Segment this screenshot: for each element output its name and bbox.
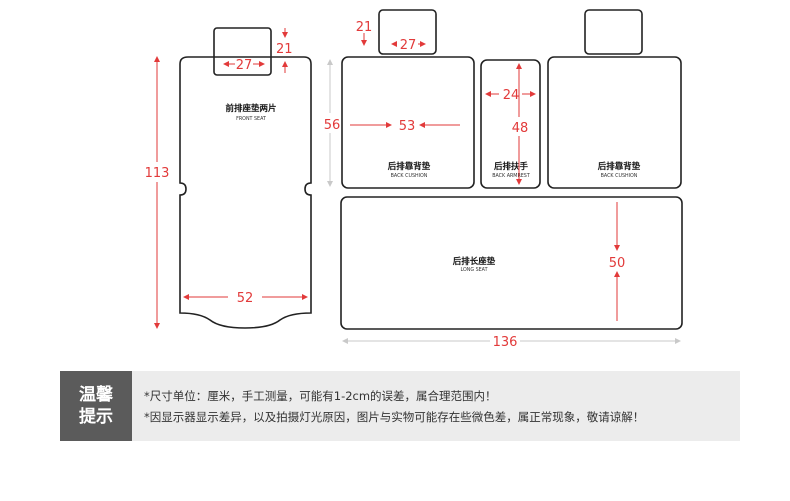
notice-tag-line1: 温馨 <box>79 385 113 405</box>
notice-tag: 温馨 提示 <box>60 371 132 441</box>
back-armrest-label-cn: 后排扶手 <box>494 161 529 172</box>
notice-tag-line2: 提示 <box>79 407 113 427</box>
dimension-long-seat-width: 136 <box>342 335 681 350</box>
front-headrest-outline <box>213 27 272 76</box>
back-armrest-label-en: BACK ARMREST <box>492 173 530 179</box>
front-seat-label-en: FRONT SEAT <box>236 116 266 122</box>
dimension-armrest-width: 24 <box>485 88 536 103</box>
dim-back-cushion-width: 53 <box>399 119 416 134</box>
dim-armrest-width: 24 <box>503 88 520 103</box>
dimension-rear-headrest-height: 21 <box>356 20 373 46</box>
dim-back-cushion-height: 56 <box>324 118 341 133</box>
dim-armrest-height: 48 <box>512 121 529 136</box>
long-seat-piece: 后排长座垫 LONG SEAT <box>340 196 683 330</box>
dimension-front-seat-width: 52 <box>183 291 308 306</box>
long-seat-label-en: LONG SEAT <box>460 267 487 273</box>
dim-long-seat-width: 136 <box>493 335 518 350</box>
rear-headrest-left-outline <box>378 9 437 55</box>
dim-rear-headrest-height: 21 <box>356 20 373 35</box>
notice-line-color: *因显示器显示差异，以及拍摄灯光原因，图片与实物可能存在些微色差，属正常现象，敬… <box>144 410 645 424</box>
back-cushion-right-piece: 后排靠背垫 BACK CUSHION <box>547 56 682 189</box>
dimension-front-headrest-width: 27 <box>223 58 265 73</box>
dimension-back-cushion-width: 53 <box>350 119 460 134</box>
front-seat-piece: 前排座垫两片 FRONT SEAT <box>179 27 312 329</box>
dim-front-headrest-height: 21 <box>276 42 293 57</box>
dimension-armrest-height: 48 <box>512 63 529 185</box>
notice-banner: 温馨 提示 *尺寸单位：厘米，手工测量，可能有1-2cm的误差，属合理范围内！ … <box>60 371 740 441</box>
long-seat-label-cn: 后排长座垫 <box>453 256 496 267</box>
dim-front-seat-width: 52 <box>237 291 254 306</box>
dim-front-seat-height: 113 <box>145 166 170 181</box>
back-cushion-left-label-cn: 后排靠背垫 <box>388 161 431 172</box>
back-cushion-left-outline <box>341 56 475 189</box>
dimension-front-headrest-height: 21 <box>276 28 293 73</box>
back-cushion-left-label-en: BACK CUSHION <box>391 173 428 179</box>
front-seat-label-cn: 前排座垫两片 <box>225 103 276 114</box>
long-seat-outline <box>340 196 683 330</box>
dimension-back-cushion-height: 56 <box>324 59 341 187</box>
notice-line-measurement: *尺寸单位：厘米，手工测量，可能有1-2cm的误差，属合理范围内！ <box>144 389 497 403</box>
dimension-rear-headrest-width: 27 <box>391 38 426 53</box>
back-cushion-right-label-en: BACK CUSHION <box>601 173 638 179</box>
back-armrest-outline <box>480 59 541 189</box>
dim-front-headrest-width: 27 <box>236 58 253 73</box>
back-armrest-piece: 后排扶手 BACK ARMREST <box>480 59 541 189</box>
back-cushion-right-label-cn: 后排靠背垫 <box>598 161 641 172</box>
back-cushion-left-piece: 后排靠背垫 BACK CUSHION <box>341 56 475 189</box>
dimension-front-seat-height: 113 <box>145 56 170 329</box>
dimension-long-seat-height: 50 <box>609 202 626 321</box>
dim-long-seat-height: 50 <box>609 256 626 271</box>
back-cushion-right-outline <box>547 56 682 189</box>
rear-headrest-right-outline <box>584 9 643 55</box>
front-seat-outline <box>179 56 312 329</box>
dim-rear-headrest-width: 27 <box>400 38 417 53</box>
